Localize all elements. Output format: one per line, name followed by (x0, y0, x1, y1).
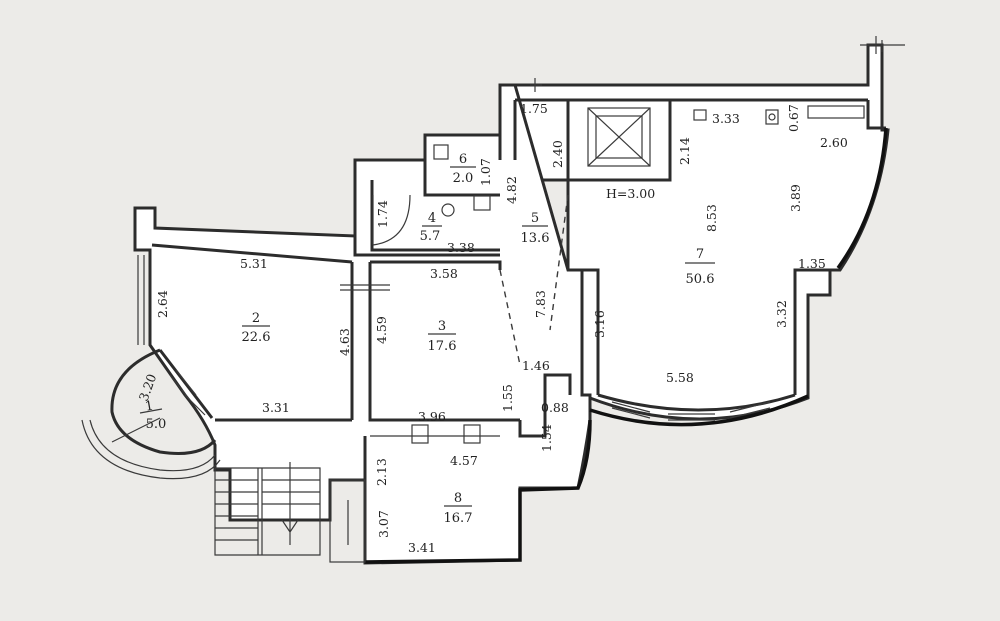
dim-3-33: 3.33 (712, 111, 740, 126)
room-4-number: 4 (428, 211, 436, 226)
rooms-4-5-6 (353, 78, 569, 366)
rooms-2-3 (137, 243, 520, 444)
dim-5-58: 5.58 (666, 370, 694, 385)
room-6-area: 2.0 (453, 171, 474, 186)
dim-1-75: 1.75 (520, 101, 548, 116)
room-8-area: 16.7 (444, 511, 473, 526)
room-2-number: 2 (252, 311, 260, 326)
ceiling-height: H=3.00 (606, 186, 655, 201)
room-3-number: 3 (438, 319, 446, 334)
room-8-number: 8 (454, 491, 462, 506)
dim-1-46: 1.46 (522, 358, 550, 373)
dim-1-74: 1.74 (375, 200, 390, 228)
dim-3-89: 3.89 (788, 184, 803, 212)
dim-3-20: 3.20 (136, 372, 160, 403)
dim-3-07: 3.07 (376, 510, 391, 538)
dim-0-88: 0.88 (541, 400, 569, 415)
dim-3-32: 3.32 (774, 300, 789, 328)
room-5-number: 5 (531, 211, 539, 226)
room-1-number: 1 (144, 398, 155, 414)
dim-5-31: 5.31 (240, 256, 268, 271)
room-8 (281, 373, 592, 564)
dim-2-14: 2.14 (677, 137, 692, 165)
dim-4-57: 4.57 (450, 453, 478, 468)
room-7 (515, 36, 905, 427)
dim-3-16: 3.16 (592, 310, 607, 338)
dim-3-41: 3.41 (408, 540, 436, 555)
room-2-area: 22.6 (242, 330, 271, 345)
dim-4-59: 4.59 (374, 316, 389, 344)
room-labels: 1 5.0 2 22.6 3 17.6 4 5.7 5 13.6 6 2.0 7… (139, 152, 715, 526)
stairs (214, 467, 321, 556)
dim-8-53: 8.53 (704, 204, 719, 232)
dim-2-40: 2.40 (550, 140, 565, 168)
dim-3-31: 3.31 (262, 400, 290, 415)
dim-2-64: 2.64 (155, 290, 170, 318)
room-1 (81, 348, 221, 480)
room-4-area: 5.7 (420, 229, 441, 244)
room-7-number: 7 (696, 247, 704, 262)
dim-1-07: 1.07 (478, 158, 493, 186)
dim-4-82: 4.82 (504, 176, 519, 204)
dim-1-35: 1.35 (798, 256, 826, 271)
dim-0-67: 0.67 (786, 104, 801, 132)
dim-2-13: 2.13 (374, 458, 389, 486)
dim-1-55: 1.55 (500, 384, 515, 412)
dim-2-60: 2.60 (820, 135, 848, 150)
dim-4-63: 4.63 (337, 328, 352, 356)
dim-3-38: 3.38 (447, 240, 475, 255)
dim-3-58: 3.58 (430, 266, 458, 281)
room-1-area: 5.0 (146, 417, 167, 432)
room-6-number: 6 (459, 152, 467, 167)
dim-1-54: 1.54 (539, 424, 554, 452)
room-5-area: 13.6 (521, 231, 550, 246)
dim-7-83: 7.83 (533, 290, 548, 318)
room-3-area: 17.6 (428, 339, 457, 354)
dim-3-96: 3.96 (418, 409, 446, 424)
room-7-area: 50.6 (686, 272, 715, 287)
